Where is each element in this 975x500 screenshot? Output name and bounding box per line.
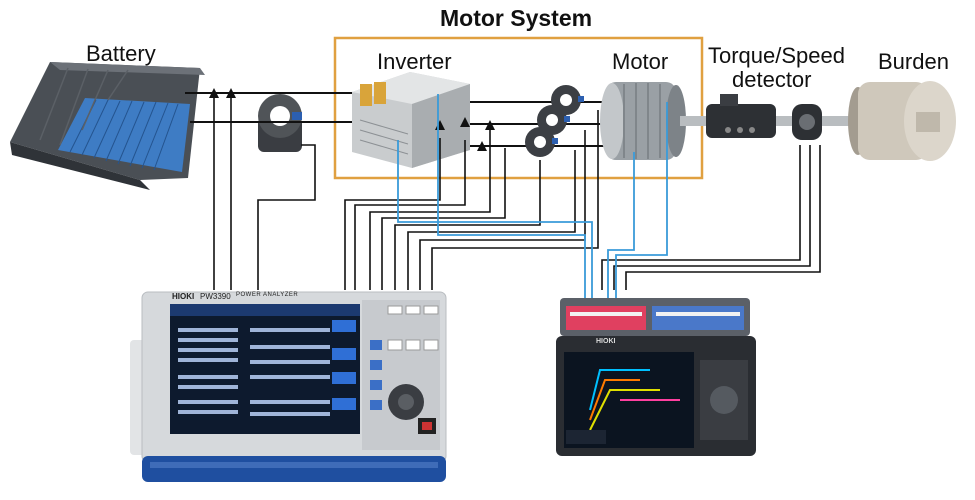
analyzer-subtitle: POWER ANALYZER (236, 292, 299, 298)
inverter-illustration (352, 72, 470, 168)
motor-illustration (600, 82, 706, 160)
motor-system-box (333, 36, 704, 180)
memory-logger (556, 298, 756, 456)
battery-label: Battery (86, 41, 156, 66)
power-analyzer (130, 291, 447, 482)
torque-speed-label-line1: Torque/Speed (708, 43, 845, 68)
motor-label: Motor (612, 49, 669, 74)
speed-sensor (792, 104, 850, 140)
torque-speed-label-line2: detector (732, 67, 812, 92)
burden-label: Burden (878, 49, 949, 74)
current-clamps (525, 85, 584, 157)
inverter-label: Inverter (377, 49, 452, 74)
torque-speed-detector (706, 94, 794, 138)
analyzer-brand: HIOKI (172, 292, 195, 301)
analyzer-model: PW3390 (200, 292, 231, 301)
battery-illustration (10, 62, 205, 190)
logger-brand: HIOKI (596, 338, 616, 345)
motor-system-title: Motor System (440, 5, 593, 31)
burden-illustration (848, 81, 956, 161)
